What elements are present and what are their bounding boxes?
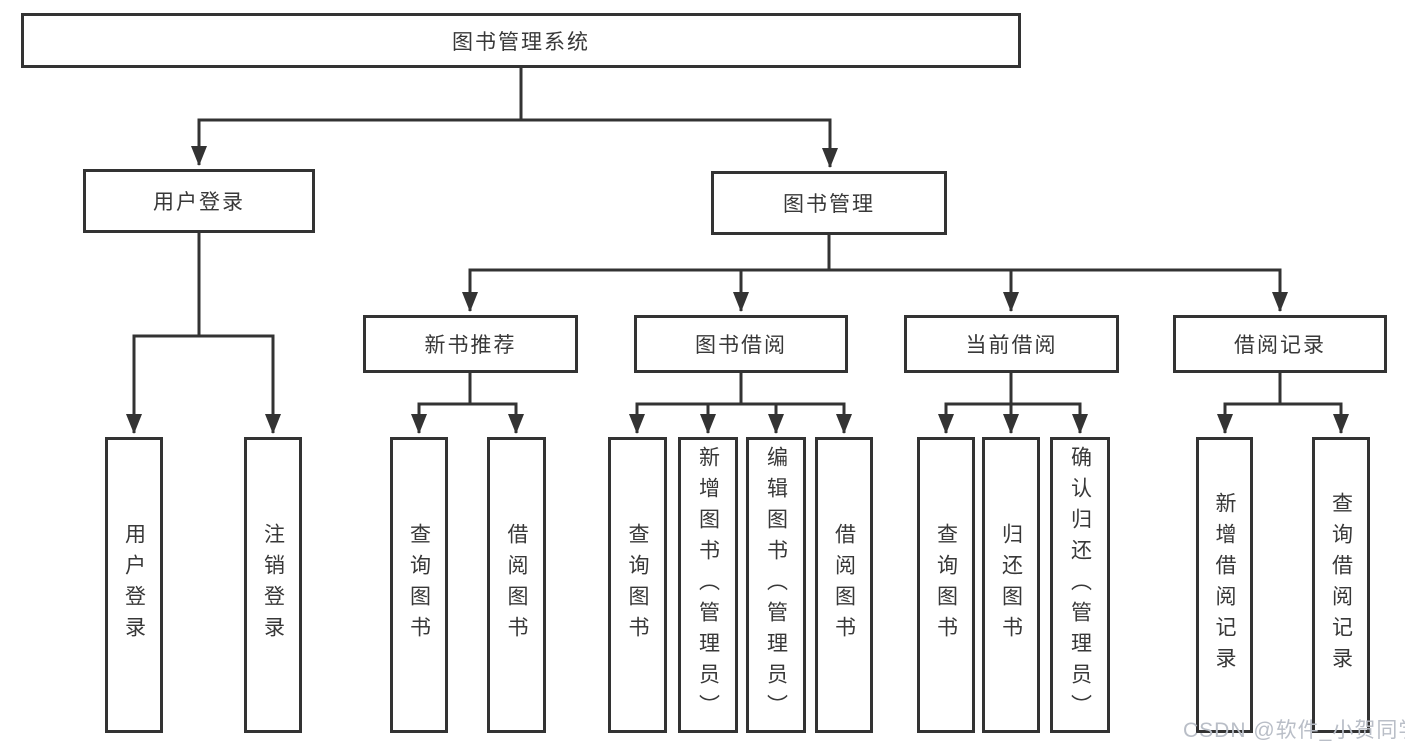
node-label: 图书管理 xyxy=(783,193,875,216)
leaf-edit-book-admin: 编辑图书（管理员） xyxy=(746,437,806,733)
leaf-query-books-2: 查询图书 xyxy=(608,437,667,733)
node-label: 用户登录 xyxy=(153,191,245,214)
leaf-add-borrow-record: 新增借阅记录 xyxy=(1196,437,1253,733)
node-new-book-recommend: 新书推荐 xyxy=(363,315,578,373)
csdn-watermark: CSDN @软件_小贺同学 xyxy=(1183,719,1405,742)
node-label: 借阅记录 xyxy=(1234,334,1326,357)
node-label: 归还图书 xyxy=(999,523,1023,647)
node-label: 借阅图书 xyxy=(832,523,856,647)
node-book-borrow: 图书借阅 xyxy=(634,315,848,373)
node-label: 注销登录 xyxy=(261,523,285,647)
leaf-confirm-return-admin: 确认归还（管理员） xyxy=(1050,437,1110,733)
leaf-logout: 注销登录 xyxy=(244,437,302,733)
leaf-query-books-3: 查询图书 xyxy=(917,437,975,733)
node-user-login: 用户登录 xyxy=(83,169,315,233)
node-label: 新增借阅记录 xyxy=(1213,492,1236,678)
node-label: 查询图书 xyxy=(934,523,958,647)
node-borrow-records: 借阅记录 xyxy=(1173,315,1387,373)
leaf-add-book-admin: 新增图书（管理员） xyxy=(678,437,738,733)
node-label: 确认归还（管理员） xyxy=(1068,445,1092,725)
node-label: 图书管理系统 xyxy=(452,30,590,54)
node-label: 图书借阅 xyxy=(695,334,787,357)
node-label: 当前借阅 xyxy=(965,334,1058,357)
node-label: 查询图书 xyxy=(407,523,431,647)
leaf-user-login: 用户登录 xyxy=(105,437,163,733)
node-label: 用户登录 xyxy=(122,523,146,647)
leaf-borrow-books-1: 借阅图书 xyxy=(487,437,546,733)
node-label: 借阅图书 xyxy=(505,523,528,647)
leaf-return-book: 归还图书 xyxy=(982,437,1040,733)
node-label: 编辑图书（管理员） xyxy=(764,445,788,725)
node-label: 新增图书（管理员） xyxy=(696,445,720,725)
leaf-query-borrow-record: 查询借阅记录 xyxy=(1312,437,1370,733)
leaf-borrow-books-2: 借阅图书 xyxy=(815,437,873,733)
node-label: 查询借阅记录 xyxy=(1329,492,1353,678)
node-label: 新书推荐 xyxy=(424,334,517,357)
node-book-management: 图书管理 xyxy=(711,171,947,235)
leaf-query-books-1: 查询图书 xyxy=(390,437,448,733)
node-current-borrow: 当前借阅 xyxy=(904,315,1119,373)
node-label: 查询图书 xyxy=(626,523,649,647)
node-root-library-system: 图书管理系统 xyxy=(21,13,1021,68)
